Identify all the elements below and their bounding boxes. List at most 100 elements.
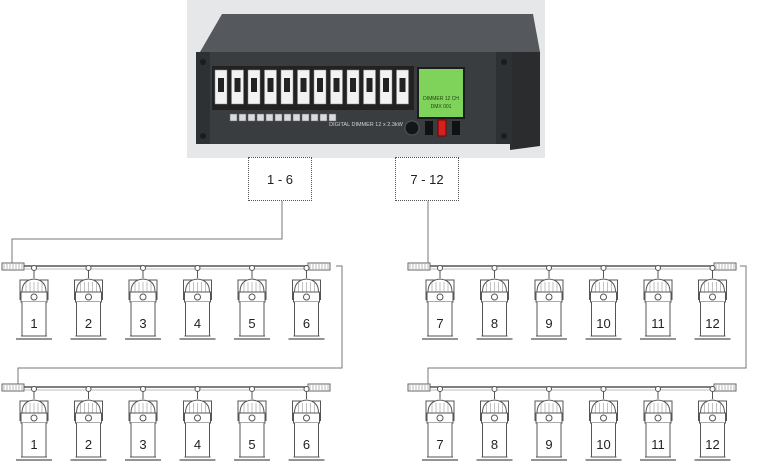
fixture-clamp <box>546 265 552 271</box>
fixture-number-label: 4 <box>193 437 202 452</box>
fixture-spotlight <box>70 265 107 340</box>
breaker-toggle <box>284 78 290 92</box>
breaker-toggle <box>218 78 224 92</box>
fixture-number-label: 1 <box>30 437 38 452</box>
fixture-knob <box>194 293 201 301</box>
circuit-breaker <box>313 69 327 105</box>
lcd-display-line2: DMX 001 <box>431 104 452 110</box>
channel-button <box>319 113 328 122</box>
breaker-toggle <box>317 78 323 92</box>
fixture-knob <box>248 293 256 301</box>
fixture-clamp <box>249 265 255 271</box>
fixture-number-label: 3 <box>139 316 147 331</box>
fixture-knob <box>654 293 662 301</box>
fixture-spotlight <box>16 386 52 461</box>
rack-screw <box>501 133 507 139</box>
fixture-spotlight <box>422 386 458 461</box>
breaker-toggle <box>267 78 274 92</box>
fixture-knob <box>139 293 147 301</box>
fixture-number-label: 3 <box>139 437 147 452</box>
channel-button <box>283 113 292 122</box>
breaker-toggle <box>350 78 356 92</box>
fixture-spotlight <box>640 386 676 461</box>
rack-ear-right <box>496 52 512 144</box>
fixture-knob <box>545 414 553 422</box>
fixture-spotlight <box>476 386 513 461</box>
truss-bar <box>1 262 331 271</box>
circuit-breaker <box>264 69 277 105</box>
lcd-display <box>417 67 465 119</box>
fixture-knob <box>709 293 716 301</box>
group-label-1: 1 - 6 <box>248 157 312 201</box>
fixture-spotlight <box>694 265 731 340</box>
fixture-number-label: 5 <box>248 316 256 331</box>
fixture-spotlight <box>476 265 513 340</box>
fixture-number-label: 7 <box>436 437 444 452</box>
truss-bar <box>407 262 737 271</box>
fixture-knob <box>436 414 444 422</box>
fixture-clamp <box>31 386 37 392</box>
channel-button <box>301 113 310 122</box>
fixture-spotlight <box>694 386 731 461</box>
fixture-number-label: 11 <box>651 316 665 331</box>
channel-button <box>328 113 337 122</box>
fixture-spotlight <box>125 265 161 340</box>
circuit-breaker <box>214 69 228 105</box>
breaker-toggle <box>300 78 307 92</box>
fixture-knob <box>248 414 256 422</box>
fixture-number-label: 12 <box>705 316 720 331</box>
circuit-breakers <box>214 69 409 105</box>
fixture-spotlight <box>531 386 567 461</box>
fixture-clamp <box>194 386 201 392</box>
device-top <box>200 14 540 52</box>
fixture-number-label: 9 <box>545 437 553 452</box>
fixture-spotlight <box>585 265 622 340</box>
fixture-clamp <box>85 265 92 271</box>
fixture-knob <box>600 293 607 301</box>
fixture-number-label: 2 <box>84 316 93 331</box>
channel-button <box>247 113 256 122</box>
fixture-knob <box>545 293 553 301</box>
fixture-knob <box>30 414 38 422</box>
fixture-knob <box>303 414 310 422</box>
fixture-knob <box>600 414 607 422</box>
device-side <box>510 52 540 150</box>
fixture-number-label: 11 <box>651 437 665 452</box>
fixture-number-label: 8 <box>490 316 499 331</box>
fixture-knob <box>139 414 147 422</box>
fixture-knob <box>303 293 310 301</box>
fixture-knob <box>436 293 444 301</box>
circuit-breaker <box>247 69 261 105</box>
fixture-spotlight <box>531 265 567 340</box>
fixture-number-label: 4 <box>193 316 202 331</box>
fixture-spotlight <box>640 265 676 340</box>
fixture-knob <box>491 293 498 301</box>
fixture-spotlight <box>234 265 270 340</box>
circuit-breaker <box>396 69 409 105</box>
fixture-knob <box>85 293 92 301</box>
fixture-clamp <box>85 386 92 392</box>
fixture-spotlight <box>288 386 325 461</box>
fixture-number-label: 6 <box>302 437 311 452</box>
channel-button <box>292 113 301 122</box>
fixture-spotlight <box>16 265 52 340</box>
breaker-toggle <box>366 78 373 92</box>
fixture-knob <box>30 293 38 301</box>
fixture-number-label: 1 <box>30 316 38 331</box>
channel-button <box>256 113 265 122</box>
rack-screw <box>200 59 206 65</box>
truss-bar <box>407 383 737 392</box>
fixture-spotlight <box>125 386 161 461</box>
truss-bar <box>1 383 331 392</box>
wire-group-1-feed <box>11 199 283 266</box>
fixture-number-label: 6 <box>302 316 311 331</box>
fixture-number-label: 5 <box>248 437 256 452</box>
channel-buttons <box>229 113 337 122</box>
rack-screw <box>200 133 206 139</box>
breaker-toggle <box>234 78 241 92</box>
fixture-clamp <box>194 265 201 271</box>
lcd-display-line1: DIMMER 12 CH <box>423 96 459 102</box>
fixture-clamp <box>655 265 661 271</box>
circuit-breaker <box>231 69 244 105</box>
